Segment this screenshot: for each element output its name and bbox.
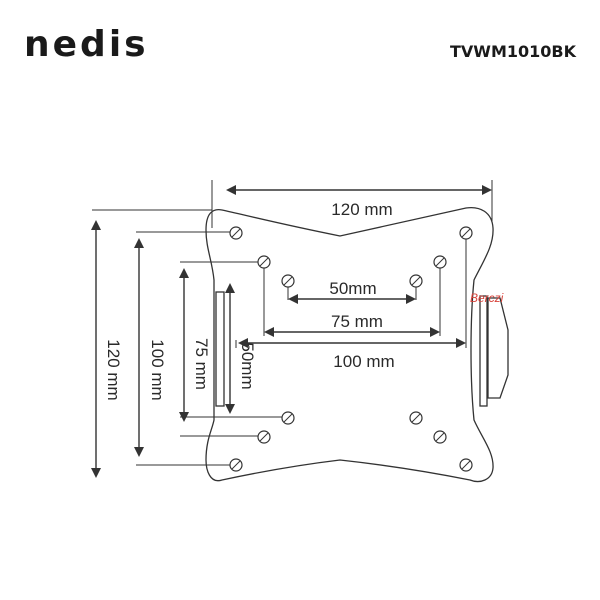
hole-top-right-50 (409, 274, 423, 288)
width-100-label: 100 mm (333, 352, 394, 371)
hole-top-left-75 (257, 255, 271, 269)
brand-logo: nedis (24, 24, 149, 65)
right-rail (479, 295, 488, 407)
model-code: TVWM1010BK (450, 42, 577, 61)
hole-bottom-right-outer (459, 458, 473, 472)
hole-bottom-left-50 (281, 411, 295, 425)
left-rail (215, 291, 225, 407)
hole-bottom-right-50 (409, 411, 423, 425)
height-120-label: 120 mm (104, 339, 123, 400)
height-50-label: 50mm (238, 342, 257, 389)
hole-top-right-75 (433, 255, 447, 269)
side-arm (487, 297, 509, 399)
hole-bottom-right-75 (433, 430, 447, 444)
width-50-label: 50mm (329, 279, 376, 298)
hole-top-left-outer (229, 226, 243, 240)
hole-bottom-left-75 (257, 430, 271, 444)
hole-top-left-50 (281, 274, 295, 288)
height-100-label: 100 mm (148, 339, 167, 400)
watermark: Berczi (470, 291, 504, 305)
hole-bottom-left-outer (229, 458, 243, 472)
width-120-label: 120 mm (331, 200, 392, 219)
hole-top-right-outer (459, 226, 473, 240)
width-75-label: 75 mm (331, 312, 383, 331)
height-75-label: 75 mm (192, 338, 211, 390)
